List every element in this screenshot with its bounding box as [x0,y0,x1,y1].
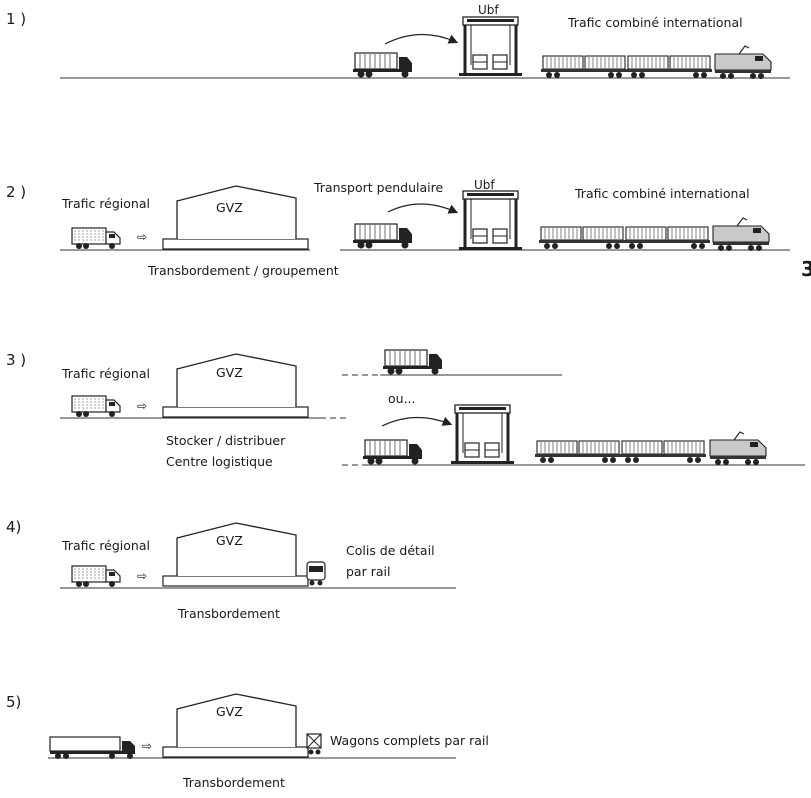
regional-truck [71,565,121,588]
scenario-2: 2 ) Trafic régional ⇨ GVZ Transbordement… [6,178,811,281]
scenario-2-number: 2 ) [6,183,26,201]
rail-label: Wagons complets par rail [330,733,489,748]
train-label: Trafic combiné international [567,15,743,30]
container-wagon [623,226,711,250]
hub-label: GVZ [216,533,243,548]
full-wagon-icon [306,733,322,755]
caption-line-2: Centre logistique [166,454,273,469]
container-truck [382,349,443,376]
arrow-icon: ⇨ [137,399,147,413]
scenario-5: 5) ⇨ GVZ Wagons complets par rail Transb… [6,693,489,790]
rail-label-line-2: par rail [346,564,390,579]
gantry-crane [457,189,524,252]
alternative-label: ou... [388,391,416,406]
locomotive [714,45,772,80]
scenario-4-number: 4) [6,518,21,536]
transfer-arrow [384,33,459,45]
container-wagon [625,55,713,79]
long-truck [49,736,135,759]
container-wagon [619,440,707,464]
rail-label-line-1: Colis de détail [346,543,435,558]
container-truck [352,223,413,250]
hub-label: GVZ [216,365,243,380]
caption: Transbordement [182,775,285,790]
caption-line-1: Stocker / distribuer [166,433,286,448]
scenario-4: 4) Trafic régional ⇨ GVZ Colis de détail… [6,518,456,621]
locomotive [709,431,767,466]
scenario-1: 1 ) Ubf Trafic combiné international [6,3,790,80]
scenario-5-number: 5) [6,693,21,711]
scenario-3-number: 3 ) [6,351,26,369]
gvz-warehouse [162,185,309,250]
terminal-label: Ubf [478,3,499,17]
regional-truck [71,227,121,250]
gvz-warehouse [162,353,309,418]
regional-label: Trafic régional [61,538,150,553]
container-wagon [540,55,628,79]
rail-parcel-wagon [306,561,326,586]
regional-truck [71,395,121,418]
scenario-3: 3 ) Trafic régional ⇨ GVZ Stocker / dist… [6,349,805,469]
gantry-crane [449,403,516,466]
caption: Transbordement / groupement [147,263,339,278]
transfer-arrow [381,416,453,427]
scenario-1-number: 1 ) [6,10,26,28]
arrow-icon: ⇨ [137,569,147,583]
regional-label: Trafic régional [61,366,150,381]
regional-label: Trafic régional [61,196,150,211]
locomotive [712,217,770,252]
edge-marker: 3 [801,257,811,281]
train-label: Trafic combiné international [574,186,750,201]
container-wagon [538,226,626,250]
caption: Transbordement [177,606,280,621]
gantry-crane [457,15,524,78]
container-truck [352,52,413,79]
arrow-icon: ⇨ [142,739,152,753]
container-wagon [534,440,622,464]
shuttle-label: Transport pendulaire [313,180,444,195]
container-truck [362,439,423,466]
transfer-arrow [387,203,459,214]
hub-label: GVZ [216,200,243,215]
arrow-icon: ⇨ [137,230,147,244]
hub-label: GVZ [216,704,243,719]
terminal-label: Ubf [474,178,495,192]
